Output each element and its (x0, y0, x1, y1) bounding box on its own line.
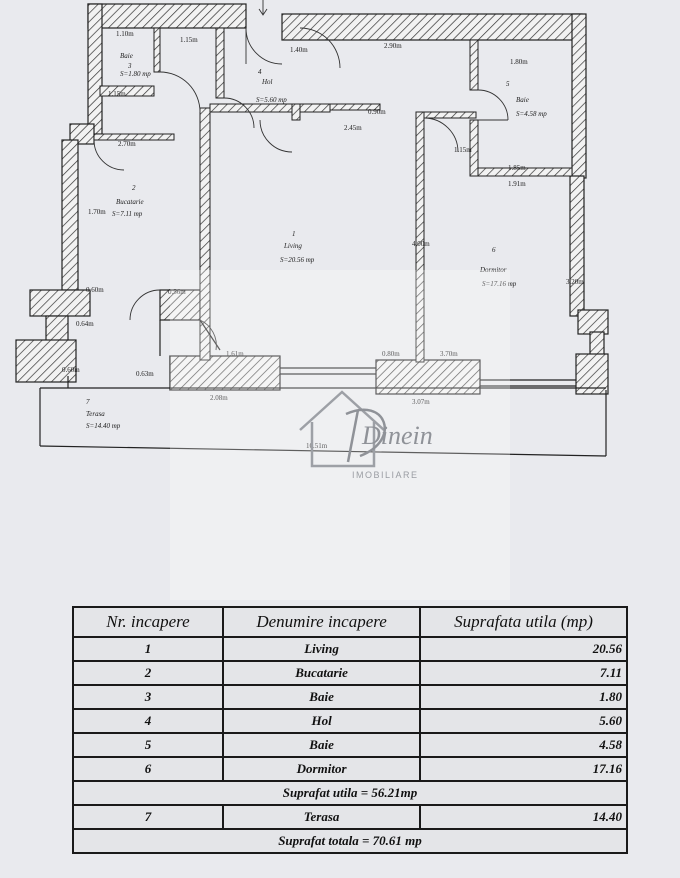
cell-name: Dormitor (222, 756, 422, 782)
table-header: Nr. incapere Denumire incapere Suprafata… (71, 606, 628, 638)
total-row: Suprafat totala = 70.61 mp (72, 828, 628, 854)
subtotal-row: Suprafat utila = 56.21mp (72, 780, 628, 806)
room-area-living: S=20.56 mp (280, 256, 315, 264)
cell-num: 4 (71, 708, 225, 734)
cell-name: Hol (222, 708, 422, 734)
header-room-number: Nr. incapere (71, 606, 225, 638)
dim-label: 0.64m (76, 320, 94, 328)
wall-lines (39, 319, 607, 457)
cell-area: 20.56 (419, 636, 628, 662)
dim-label: 2.45m (344, 124, 362, 132)
room-num-baie-small: 3 (127, 62, 132, 70)
room-area-hol: S=5.60 mp (256, 96, 287, 104)
cell-num: 5 (71, 732, 225, 758)
total-cell: Suprafat totala = 70.61 mp (72, 828, 628, 854)
cell-name: Baie (222, 684, 422, 710)
dim-label: 1.15m (108, 90, 126, 98)
room-area-baie-small: S=1.80 mp (120, 70, 151, 78)
dim-label: 0.60m (62, 366, 80, 374)
header-room-name: Denumire incapere (222, 606, 422, 638)
room-area-terasa: S=14.40 mp (86, 422, 121, 430)
cell-num: 7 (71, 804, 225, 830)
dim-label: 0.90m (368, 108, 386, 116)
dim-label: 1.15m (180, 36, 198, 44)
room-name-baie-small: Baie (120, 52, 133, 60)
room-num-bucatarie: 2 (132, 184, 136, 192)
cell-area: 7.11 (419, 660, 628, 686)
cell-num: 1 (71, 636, 225, 662)
dim-label: 1.61m (226, 350, 244, 358)
cell-num: 2 (71, 660, 225, 686)
cell-area: 4.58 (419, 732, 628, 758)
dim-label: 0.80m (382, 350, 400, 358)
room-num-terasa: 7 (86, 398, 90, 406)
cell-area: 1.80 (419, 684, 628, 710)
brand-subtitle: IMOBILIARE (352, 470, 419, 480)
dim-label: 3.20m (566, 278, 584, 286)
table-row: 4 Hol 5.60 (71, 708, 628, 734)
table-row: 1 Living 20.56 (71, 636, 628, 662)
table-row: 5 Baie 4.58 (71, 732, 628, 758)
room-name-living: Living (283, 242, 302, 250)
room-area-baie-large: S=4.58 mp (516, 110, 547, 118)
cell-name: Bucatarie (222, 660, 422, 686)
cell-name: Living (222, 636, 422, 662)
cell-num: 6 (71, 756, 225, 782)
cell-area: 17.16 (419, 756, 628, 782)
room-area-bucatarie: S=7.11 mp (112, 210, 143, 218)
dim-label: 1.15m (454, 146, 472, 154)
cell-num: 3 (71, 684, 225, 710)
room-num-hol: 4 (258, 68, 262, 76)
dim-label: 1.40m (290, 46, 308, 54)
room-name-bucatarie: Bucatarie (116, 198, 144, 206)
dim-label: 10.51m (306, 442, 328, 450)
dim-label: 2.70m (118, 140, 136, 148)
dim-label: 1.91m (508, 180, 526, 188)
dim-label: 1.10m (116, 30, 134, 38)
room-name-terasa: Terasa (86, 410, 105, 418)
dim-label: 1.85m (508, 164, 526, 172)
dimension-labels: 1.10m 1.15m 1.40m 2.90m 1.80m 1.15m 1.15… (62, 30, 584, 450)
floor-plan: 3 S=1.80 mp Baie Hol S=5.60 mp 4 5 Baie … (15, 0, 609, 457)
dim-label: 4.00m (412, 240, 430, 248)
brand-name: Dinein (361, 421, 433, 450)
table-row: 3 Baie 1.80 (71, 684, 628, 710)
dim-label: 0.56m (168, 288, 186, 296)
room-labels: 3 S=1.80 mp Baie Hol S=5.60 mp 4 5 Baie … (86, 52, 547, 430)
brand-logo: Dinein (299, 390, 433, 468)
interior-walls (93, 27, 573, 363)
cell-name: Baie (222, 732, 422, 758)
room-num-baie-large: 5 (506, 80, 510, 88)
room-name-dormitor: Dormitor (479, 266, 507, 274)
room-name-baie-large: Baie (516, 96, 529, 104)
cell-name: Terasa (222, 804, 422, 830)
room-num-dormitor: 6 (492, 246, 496, 254)
header-area: Suprafata utila (mp) (419, 606, 628, 638)
room-name-hol: Hol (261, 78, 273, 86)
subtotal-cell: Suprafat utila = 56.21mp (72, 780, 628, 806)
dim-label: 1.70m (88, 208, 106, 216)
dim-label: 0.63m (136, 370, 154, 378)
dim-label: 0.60m (86, 286, 104, 294)
dim-label: 1.80m (510, 58, 528, 66)
door-swings (93, 0, 509, 351)
table-row: 6 Dormitor 17.16 (71, 756, 628, 782)
table-row: 7 Terasa 14.40 (71, 804, 628, 830)
dim-label: 2.08m (210, 394, 228, 402)
dim-label: 2.90m (384, 42, 402, 50)
room-num-living: 1 (292, 230, 296, 238)
cell-area: 14.40 (419, 804, 628, 830)
dim-label: 3.70m (440, 350, 458, 358)
room-area-dormitor: S=17.16 mp (482, 280, 517, 288)
table-row: 2 Bucatarie 7.11 (71, 660, 628, 686)
exterior-walls (15, 3, 609, 395)
dim-label: 3.07m (412, 398, 430, 406)
rooms-table: Nr. incapere Denumire incapere Suprafata… (71, 606, 628, 854)
cell-area: 5.60 (419, 708, 628, 734)
watermark-overlay (170, 270, 510, 600)
